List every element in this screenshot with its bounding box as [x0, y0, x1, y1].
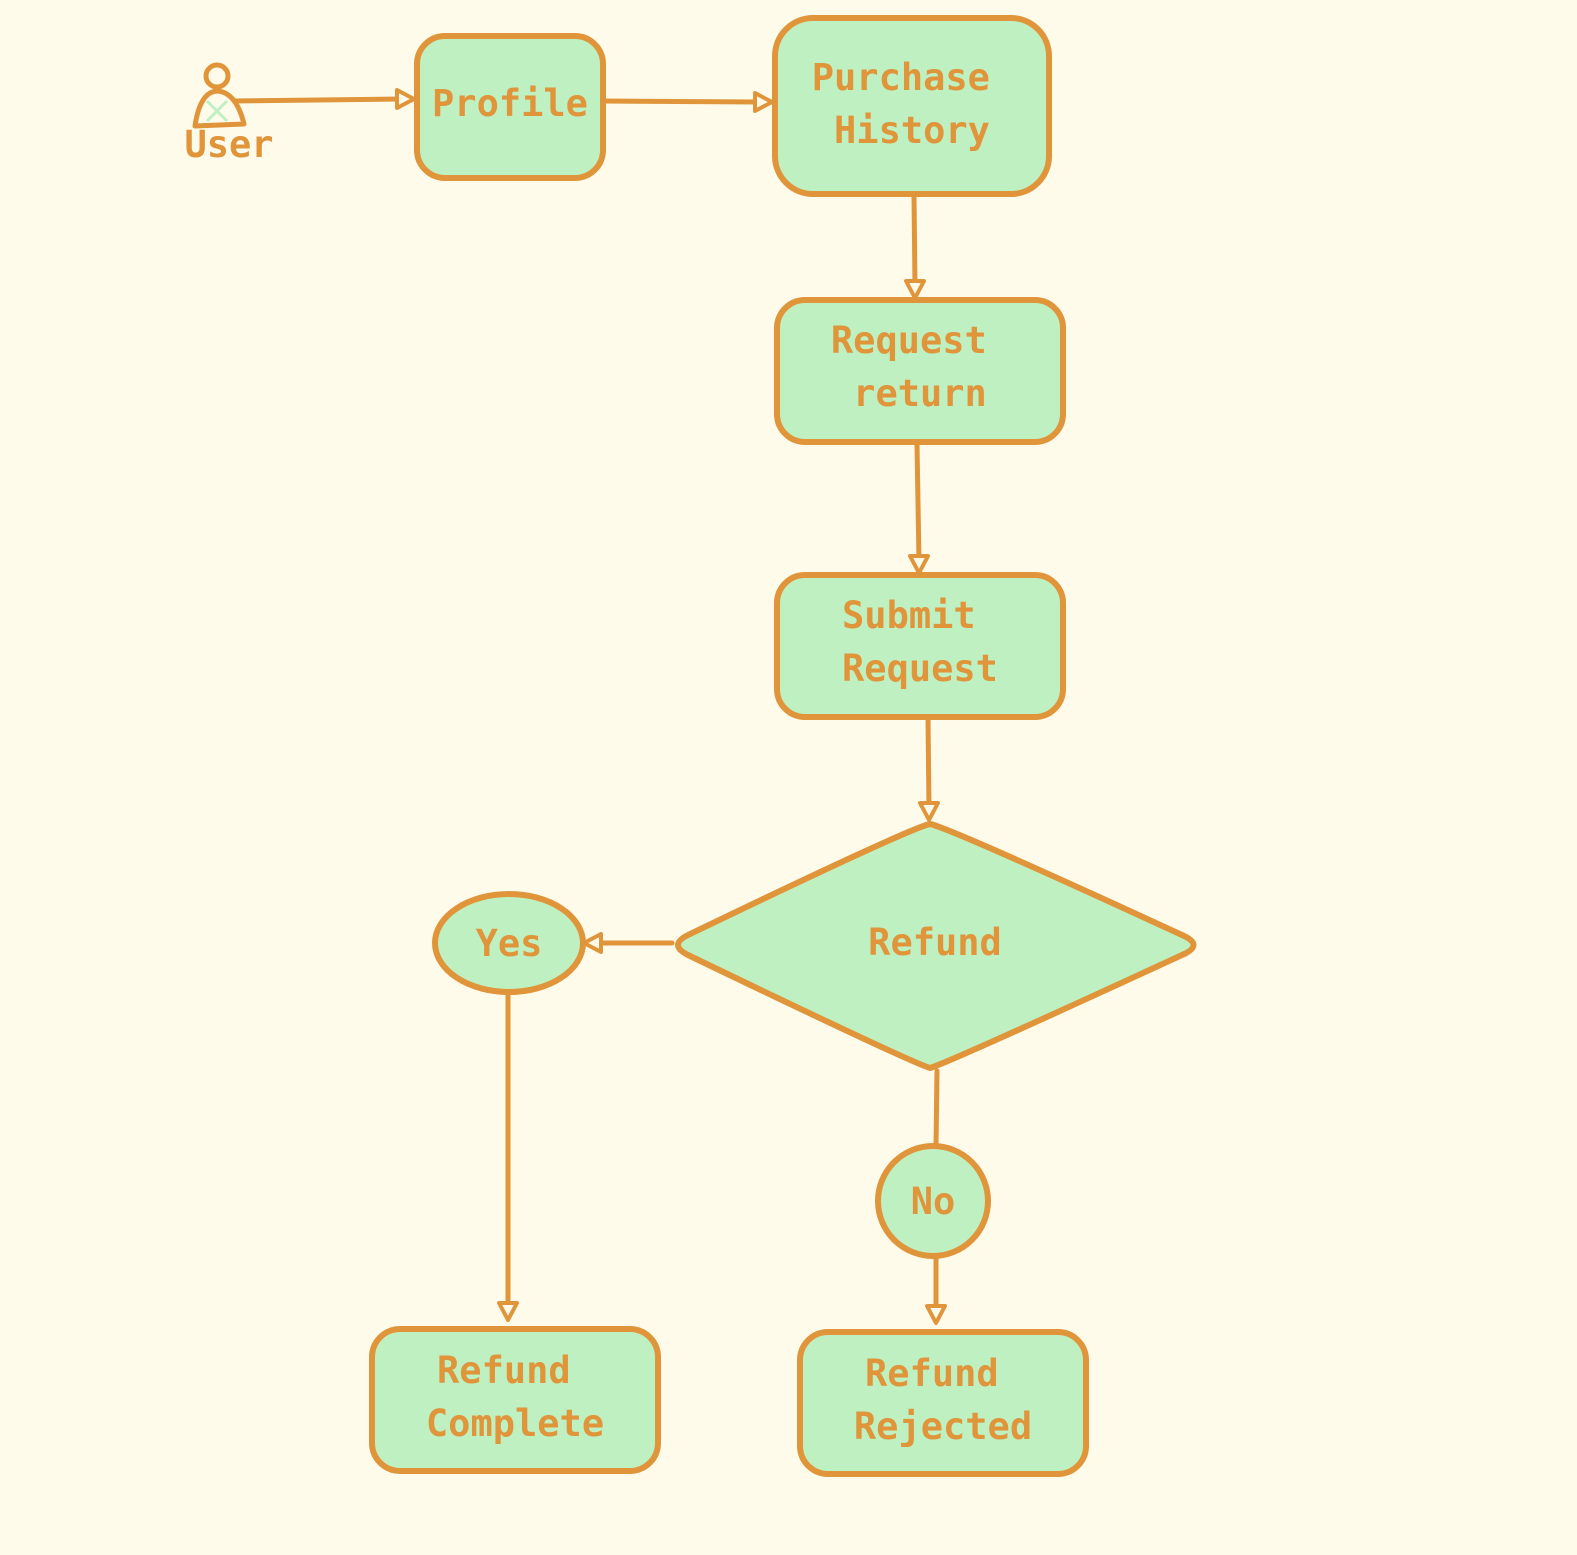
node-refund-rejected[interactable]: Refund Rejected [797, 1329, 1089, 1477]
node-request-return-label: Request return [831, 319, 1009, 415]
node-refund-rejected-line-1: Refund [865, 1352, 999, 1395]
node-yes-line-1: Yes [476, 922, 543, 965]
edge-refund-to-yes[interactable] [582, 932, 675, 954]
node-purchase-history[interactable]: Purchase History [772, 15, 1052, 197]
edges [229, 88, 947, 1325]
edge-purchase-history-to-request-return[interactable] [904, 193, 926, 300]
edge-submit-request-to-refund[interactable] [918, 715, 940, 822]
node-request-return-line-2: return [853, 372, 987, 415]
node-refund-decision[interactable]: Refund [675, 821, 1197, 1071]
actor-user[interactable]: User [184, 62, 274, 166]
node-submit-request-line-1: Submit [842, 594, 976, 637]
node-refund-rejected-label: Refund Rejected [854, 1352, 1032, 1448]
node-profile-label: Profile [432, 82, 588, 125]
node-submit-request-label: Submit Request [842, 594, 998, 690]
edge-yes-to-refund-complete[interactable] [497, 990, 519, 1322]
node-no[interactable]: No [875, 1143, 991, 1259]
node-request-return[interactable]: Request return [774, 297, 1066, 445]
node-refund-complete-line-2: Complete [426, 1402, 604, 1445]
node-yes[interactable]: Yes [432, 891, 586, 995]
node-purchase-history-label: Purchase History [812, 56, 1013, 152]
node-profile[interactable]: Profile [414, 33, 606, 181]
node-refund-complete-label: Refund Complete [426, 1349, 604, 1445]
edge-refund-to-no[interactable] [933, 1068, 940, 1149]
node-refund-complete-line-1: Refund [437, 1349, 571, 1392]
node-yes-label: Yes [476, 922, 543, 965]
node-purchase-history-line-1: Purchase [812, 56, 990, 99]
node-submit-request-line-2: Request [842, 647, 998, 690]
node-no-label: No [911, 1180, 956, 1223]
node-refund-line-1: Refund [868, 921, 1002, 964]
node-no-line-1: No [911, 1180, 956, 1223]
actor-user-label: User [184, 123, 273, 166]
edge-profile-to-purchase-history[interactable] [600, 91, 774, 113]
node-purchase-history-line-2: History [834, 109, 990, 152]
edge-request-return-to-submit-request[interactable] [908, 441, 930, 575]
node-refund-label: Refund [868, 921, 1002, 964]
node-profile-line-1: Profile [432, 82, 588, 125]
person-icon [192, 62, 247, 129]
node-submit-request[interactable]: Submit Request [774, 572, 1066, 720]
node-refund-complete[interactable]: Refund Complete [369, 1326, 661, 1474]
edge-no-to-refund-rejected[interactable] [925, 1254, 947, 1325]
node-request-return-line-1: Request [831, 319, 987, 362]
node-refund-rejected-line-2: Rejected [854, 1405, 1032, 1448]
edge-user-to-profile[interactable] [229, 88, 416, 110]
